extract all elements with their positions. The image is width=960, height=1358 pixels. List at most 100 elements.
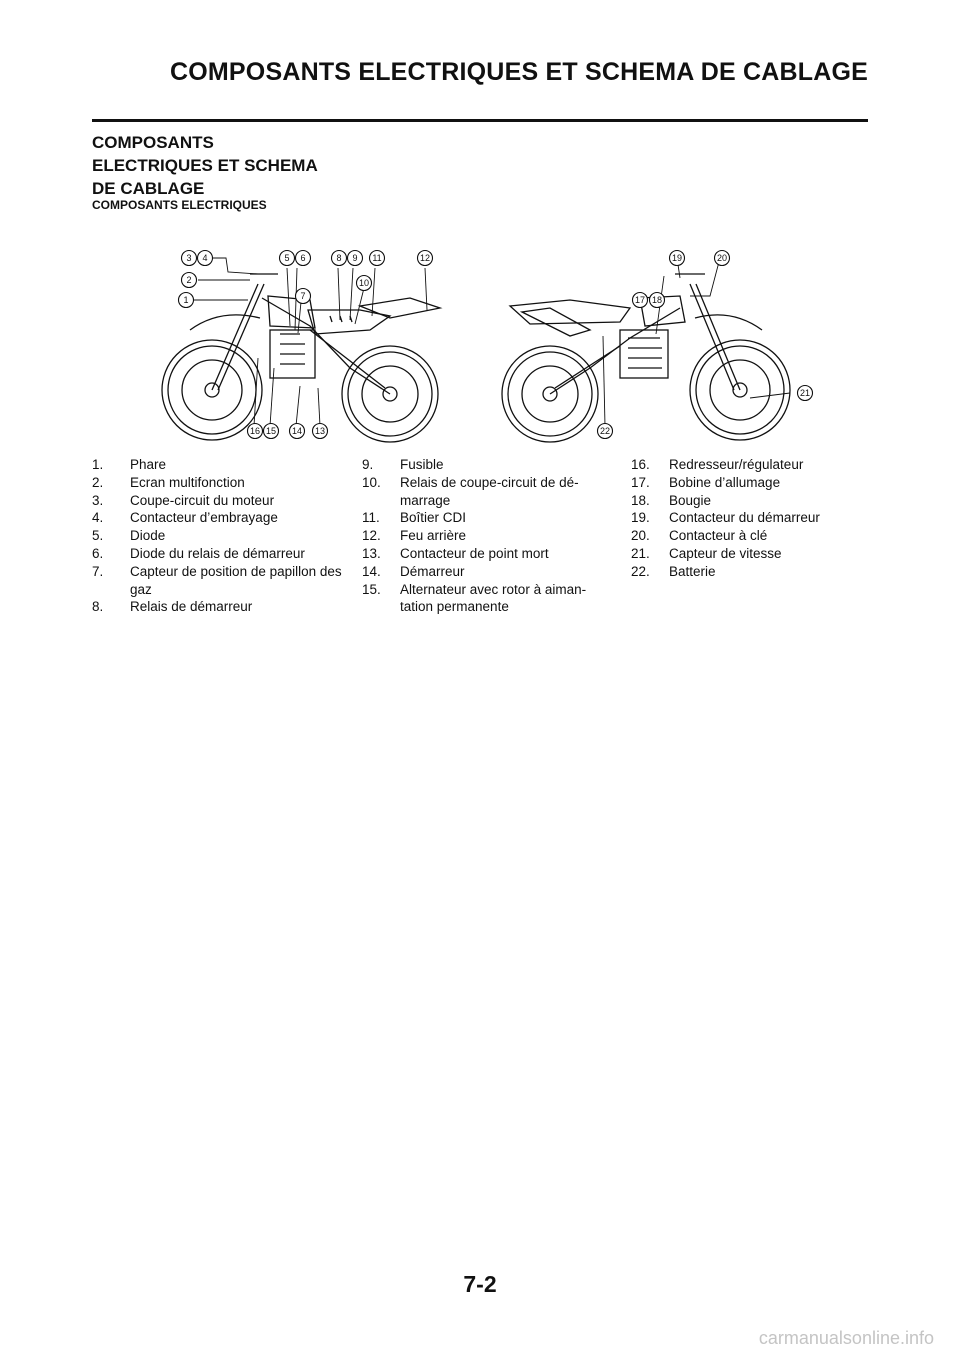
callout-14: 14: [292, 426, 302, 436]
right-bike-front-wheel: [689, 339, 791, 441]
legend-item: 20.Contacteur à clé: [631, 527, 871, 545]
callout-19-circle: [668, 249, 686, 267]
legend-item-text: Contacteur de point mort: [400, 545, 549, 561]
callout-21: 21: [800, 388, 810, 398]
callout-4: 4: [202, 253, 207, 263]
legend-column-1: 1.Phare 2. Ecran multifonction 3.Coupe-ci…: [92, 456, 342, 616]
callout-9: 9: [352, 253, 357, 263]
callout-15-circle: [262, 422, 280, 440]
legend-item-number: 2.: [92, 474, 104, 490]
callout-8-circle: [330, 249, 348, 267]
callout-22: 22: [600, 426, 610, 436]
callout-11-circle: [368, 249, 386, 267]
legend-item-number: 21.: [631, 545, 650, 561]
legend-item: 2. Ecran multifonction: [92, 474, 342, 492]
legend-item-text: Bougie: [669, 492, 712, 508]
legend-item-text: Coupe-circuit du moteur: [130, 492, 275, 508]
legend-item-text: Diode du relais de démarreur: [130, 545, 305, 561]
legend-item-text: Ecran multifonction: [130, 474, 245, 490]
legend-item: 3.Coupe-circuit du moteur: [92, 492, 342, 510]
callout-9-circle: [346, 249, 364, 267]
legend-item: 4. Contacteur d’embrayage: [92, 509, 342, 527]
legend-item-text: Contacteur d’embrayage: [130, 510, 278, 526]
callout-6-circle: [294, 249, 312, 267]
legend-item: 12. Feu arrière: [362, 527, 612, 545]
legend-item-number: 5.: [92, 528, 104, 544]
legend-item-number: 4.: [92, 510, 104, 526]
legend-item-text: Démarreur: [400, 563, 465, 579]
legend-item-number: 17.: [631, 474, 650, 490]
callout-12: 12: [420, 253, 430, 263]
subsection-title: COMPOSANTS ELECTRIQUES: [92, 198, 267, 212]
callout-3-circle: [180, 249, 198, 267]
callout-8: 8: [336, 253, 341, 263]
callout-21-circle: [796, 384, 814, 402]
callout-20-circle: [713, 249, 731, 267]
section-title: COMPOSANTS ELECTRIQUES ET SCHEMA DE CABL…: [92, 133, 318, 198]
callout-5-circle: [278, 249, 296, 267]
legend-item-number: 9.: [362, 457, 374, 472]
legend-item: 5. Diode: [92, 527, 342, 545]
legend-item: 13. Contacteur de point mort: [362, 545, 612, 563]
callout-10-circle: [355, 274, 373, 292]
legend-item-text: Fusible: [400, 457, 444, 472]
callout-18: 18: [652, 295, 662, 305]
left-bike-body: [189, 273, 443, 395]
legend-item-number: 11.: [362, 510, 380, 526]
legend-item-number: 14.: [362, 563, 381, 579]
callout-19: 19: [672, 253, 682, 263]
page-number: 7-2: [463, 1271, 497, 1297]
legend-item-number: 10.: [362, 474, 381, 490]
motorcycle-figure: 1 2 3 4 5 6 7 8 9 10 11 12 13 14 15 16 1…: [161, 249, 814, 443]
legend-item: 11. Boîtier CDI: [362, 509, 612, 527]
legend-item-number: 7.: [92, 563, 104, 579]
callout-10: 10: [359, 278, 369, 288]
legend-item-text: Capteur de vitesse: [669, 545, 782, 561]
legend-item: 21. Capteur de vitesse: [631, 545, 871, 563]
legend-item-text: Boîtier CDI: [400, 510, 467, 526]
page-header-title: COMPOSANTS ELECTRIQUES ET SCHEMA DE CABL…: [170, 58, 868, 86]
watermark: carmanualsonline.info: [758, 1328, 934, 1348]
legend-item-text: Capteur de position de papillon des gaz: [130, 563, 342, 597]
legend-item: 14. Démarreur: [362, 563, 612, 581]
legend-item: 17.Bobine d’allumage: [631, 474, 871, 492]
callout-11: 11: [372, 253, 381, 263]
legend-item-text: Feu arrière: [400, 528, 467, 544]
callout-16: 16: [250, 426, 260, 436]
callout-17-circle: [631, 291, 649, 309]
right-bike-body: [508, 273, 763, 395]
legend-item: 22.Batterie: [631, 563, 871, 581]
left-bike-rear-wheel: [341, 345, 439, 443]
callout-7-circle: [294, 287, 312, 305]
callout-7: 7: [300, 291, 305, 301]
callout-15: 15: [266, 426, 276, 436]
legend-item-text: Redresseur/régulateur: [669, 457, 804, 472]
callout-5: 5: [284, 253, 289, 263]
header-rule: [92, 119, 868, 122]
callout-13-circle: [311, 422, 329, 440]
legend-item: 10. Relais de coupe-circuit de dé-marrage: [362, 474, 612, 510]
legend-item-text: Contacteur à clé: [669, 528, 768, 544]
legend-column-2: 9. Fusible 10. Relais de coupe-circuit de …: [362, 456, 612, 616]
legend-item-text: Contacteur du démarreur: [669, 510, 820, 526]
legend-item-number: 13.: [362, 545, 381, 561]
callout-2: 2: [186, 275, 191, 285]
callout-22-circle: [596, 422, 614, 440]
legend-item-number: 18.: [631, 492, 650, 508]
legend-item-number: 12.: [362, 528, 381, 544]
legend-column-3: 16.Redresseur/régulateur 17.Bobine d’all…: [631, 456, 871, 581]
legend-item: 15.Alternateur avec rotor à aiman-tation…: [362, 581, 612, 617]
right-bike-rear-wheel: [501, 345, 599, 443]
callout-2-circle: [180, 271, 198, 289]
callout-1: 1: [183, 295, 188, 305]
legend-item-text: Diode: [130, 528, 166, 544]
legend-item-number: 15.: [362, 581, 381, 597]
legend-item: 1.Phare: [92, 456, 342, 474]
legend-item-text: Relais de coupe-circuit de dé-marrage: [400, 474, 579, 508]
legend-item: 18. Bougie: [631, 492, 871, 510]
legend-item: 19.Contacteur du démarreur: [631, 509, 871, 527]
legend-item: 9. Fusible: [362, 456, 612, 474]
callout-14-circle: [288, 422, 306, 440]
callout-1-circle: [177, 291, 195, 309]
legend-item: 7. Capteur de position de papillon des ga…: [92, 563, 342, 599]
